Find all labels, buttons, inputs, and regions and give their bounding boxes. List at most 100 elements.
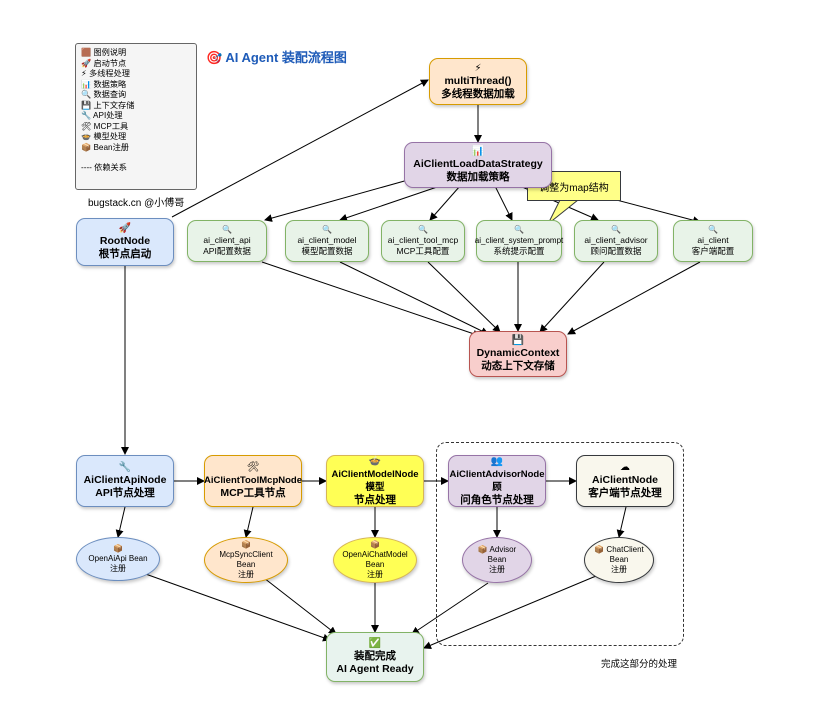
node-title: ai_client_tool_mcp: [387, 235, 459, 245]
bean-mcpsyncclient: 📦 McpSyncClient Bean 注册: [204, 537, 288, 583]
edge-strategy-qapi: [264, 179, 409, 222]
query-node-advisor: 🔍 ai_client_advisor 顾问配置数据: [574, 220, 658, 262]
context-node: 💾 DynamicContext 动态上下文存储: [469, 331, 567, 377]
node-subtitle: 客户端配置: [691, 246, 735, 256]
query-node-api: 🔍 ai_client_api API配置数据: [187, 220, 267, 262]
bean-label: Bean: [487, 555, 507, 564]
legend-item: 🚀 启动节点: [81, 58, 127, 68]
edge-bmcp-done: [263, 577, 337, 635]
node-subtitle: 数据加载策略: [446, 171, 510, 183]
edge-qmodel-context: [339, 261, 489, 335]
done-node: ✅ 装配完成 AI Agent Ready: [326, 632, 424, 682]
node-title: AiClientModelNode模型: [331, 468, 419, 493]
root-node: 🚀 RootNode 根节点启动: [76, 218, 174, 266]
bean-openaichatmodel: 📦 OpenAiChatModel Bean 注册: [333, 537, 417, 583]
diagram-title: 🎯 AI Agent 装配流程图: [206, 50, 347, 65]
bean-chatclient: 📦 ChatClient Bean 注册: [584, 537, 654, 583]
bean-label: McpSyncClient: [219, 550, 273, 559]
search-icon: 🔍: [322, 225, 332, 234]
node-title: ai_client_model: [297, 235, 357, 245]
dashed-group-label: 完成这部分的处理: [601, 659, 678, 670]
node-subtitle: 客户端节点处理: [588, 487, 662, 499]
legend-item: 🔧 API处理: [81, 111, 123, 120]
bean-label: Bean: [365, 560, 385, 569]
node-subtitle: 系统提示配置: [493, 246, 545, 256]
legend-item: ---- 依赖关系: [81, 163, 127, 172]
bean-label: Advisor: [489, 545, 517, 554]
node-subtitle: MCP工具节点: [220, 487, 286, 499]
search-icon: 🔍: [514, 225, 524, 234]
bean-label: OpenAiChatModel: [342, 550, 408, 559]
mcp-node: 🛠 AiClientToolMcpNode MCP工具节点: [204, 455, 302, 507]
legend-item: 📊 数据策略: [81, 79, 127, 89]
bean-label: ChatClient: [606, 545, 644, 554]
check-icon: ✅: [368, 638, 382, 649]
node-subtitle: 根节点启动: [98, 248, 152, 260]
bean-label: 注册: [367, 570, 383, 579]
lightning-icon: ⚡: [474, 62, 482, 74]
wrench-icon: 🔧: [118, 462, 132, 473]
search-icon: 🔍: [708, 225, 718, 234]
legend-item: 🔍 数据查询: [81, 90, 127, 99]
node-title: 装配完成: [354, 650, 396, 662]
people-icon: 👥: [490, 455, 504, 467]
bean-label: 注册: [110, 564, 126, 573]
node-title: multiThread(): [444, 74, 512, 87]
edge-strategy-qmodel: [339, 185, 441, 222]
node-subtitle: 问角色节点处理: [460, 493, 534, 506]
edge-mcp-bmcp: [243, 506, 254, 538]
edge-qadvisor-context: [539, 261, 605, 333]
bean-openaiapi: 📦 OpenAiApi Bean 注册: [76, 537, 160, 581]
node-subtitle: AI Agent Ready: [336, 663, 414, 675]
node-title: AiClientLoadDataStrategy: [413, 158, 543, 170]
package-icon: 📦: [113, 544, 123, 553]
node-subtitle: API配置数据: [203, 246, 251, 256]
node-subtitle: 模型配置数据: [301, 246, 353, 256]
dashed-group: [436, 442, 684, 646]
bean-advisor: 📦 Advisor Bean 注册: [462, 537, 532, 583]
edge-badvisor-done: [411, 582, 489, 635]
legend-item: 📦 Bean注册: [81, 142, 129, 152]
tools-icon: 🛠: [246, 462, 260, 473]
bean-label: 注册: [238, 570, 254, 579]
chart-icon: 📊: [471, 146, 485, 157]
node-subtitle: 多线程数据加载: [441, 87, 515, 100]
package-icon: 📦: [370, 540, 380, 549]
node-title: RootNode: [99, 235, 151, 247]
legend-item: 🛠 MCP工具: [81, 121, 129, 131]
node-title: ai_client: [697, 235, 729, 245]
node-subtitle: MCP工具配置: [396, 246, 450, 256]
rocket-icon: 🚀: [118, 223, 132, 234]
bean-label: 注册: [489, 565, 505, 574]
package-icon: 📦 Advisor: [477, 545, 517, 554]
node-title: AiClientAdvisorNode顾: [449, 468, 545, 493]
edge-qclient-context: [567, 261, 701, 335]
cloud-icon: ☁: [620, 462, 630, 473]
edge-api-bapi: [115, 506, 126, 538]
bean-label: OpenAiApi Bean: [88, 554, 148, 563]
legend-item: 🍲 模型处理: [81, 132, 127, 141]
query-node-client: 🔍 ai_client 客户端配置: [673, 220, 753, 262]
search-icon: 🔍: [418, 225, 428, 234]
package-icon: 📦: [241, 540, 251, 549]
node-title: AiClientNode: [592, 474, 658, 486]
query-node-mcp: 🔍 ai_client_tool_mcp MCP工具配置: [381, 220, 465, 262]
node-subtitle: 顾问配置数据: [590, 246, 642, 256]
edge-strategy-qprompt: [494, 185, 513, 221]
credit-text: bugstack.cn @小傅哥: [88, 198, 185, 209]
legend-item: 🟫 图例说明: [81, 48, 127, 57]
query-node-prompt: 🔍 ai_client_system_prompt 系统提示配置: [475, 220, 563, 262]
legend-item: 💾 上下文存储: [81, 100, 135, 110]
node-title: ai_client_api: [203, 235, 251, 245]
edge-root-multithread: [171, 79, 429, 218]
model-node: 🍲 AiClientModelNode模型 节点处理: [326, 455, 424, 507]
client-node: ☁ AiClientNode 客户端节点处理: [576, 455, 674, 507]
edge-bapi-done: [139, 571, 331, 642]
edge-strategy-qmcp: [429, 185, 461, 221]
legend-box: 🟫 图例说明 🚀 启动节点 ⚡ 多线程处理 📊 数据策略 🔍 数据查询 💾 上下…: [75, 43, 197, 190]
node-subtitle: 动态上下文存储: [481, 360, 555, 372]
node-title: DynamicContext: [476, 347, 560, 359]
node-subtitle: 节点处理: [354, 493, 396, 506]
edge-qmcp-context: [427, 261, 501, 333]
